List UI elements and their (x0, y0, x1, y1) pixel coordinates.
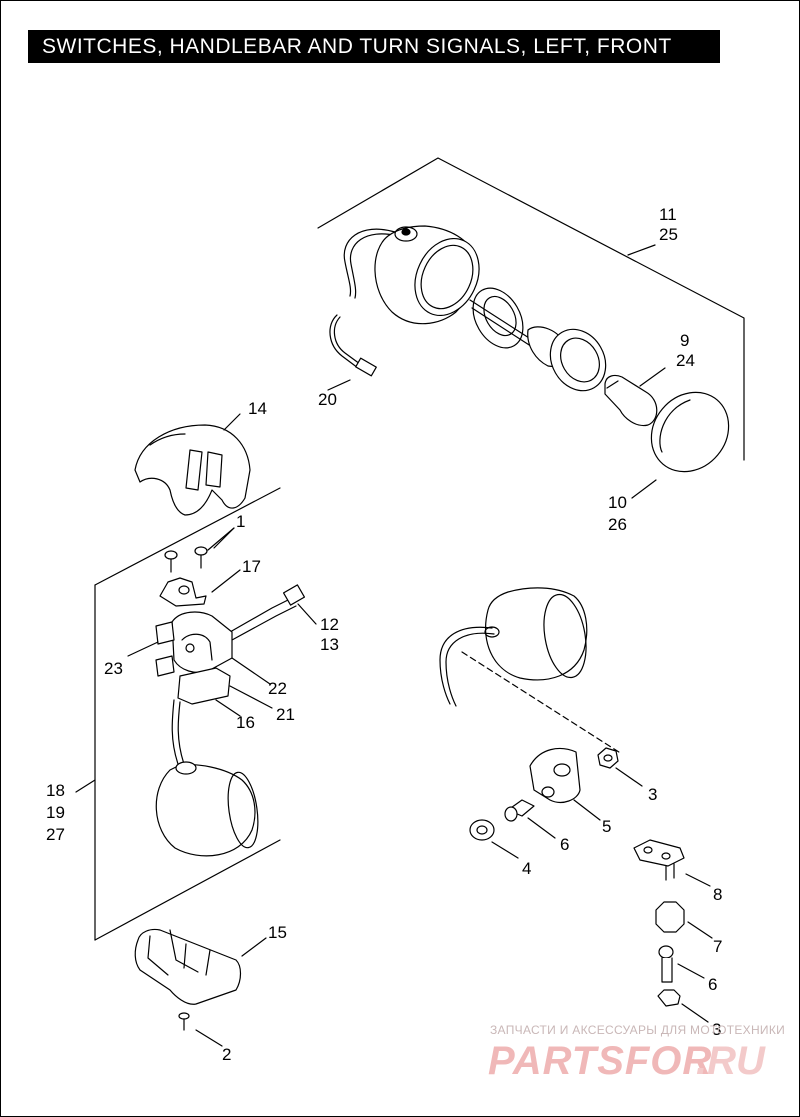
callout-23: 23 (104, 659, 123, 678)
callout-6-lower: 6 (708, 975, 717, 994)
callout-5: 5 (602, 817, 611, 836)
callout-6-upper: 6 (560, 835, 569, 854)
mount-stack-lower (633, 839, 685, 1007)
bolt-upper (504, 799, 535, 822)
grommet (469, 819, 495, 841)
callout-24: 24 (676, 351, 695, 370)
leader-lines (75, 244, 713, 1047)
connector-wire (329, 314, 377, 377)
callout-3-lower: 3 (712, 1020, 721, 1039)
turn-signal-right (439, 587, 623, 755)
screws-pair (164, 546, 208, 573)
callout-21: 21 (276, 705, 295, 724)
watermark: ЗАПЧАСТИ И АКСЕССУАРЫ ДЛЯ МОТОТЕХНИКИ PA… (488, 1023, 785, 1083)
callout-12: 12 (320, 615, 339, 634)
page-title: SWITCHES, HANDLEBAR AND TURN SIGNALS, LE… (28, 30, 720, 63)
turn-signal-housing-upper (343, 225, 607, 392)
watermark-brand: PARTSFOR (488, 1039, 712, 1083)
callout-4: 4 (522, 859, 531, 878)
turn-signal-lower (155, 761, 259, 857)
callout-13: 13 (320, 635, 339, 654)
callout-25: 25 (659, 225, 678, 244)
callout-numbers: 11 25 9 24 10 26 20 14 1 17 12 13 23 22 … (46, 205, 722, 1064)
callout-10: 10 (608, 493, 627, 512)
callout-1: 1 (236, 512, 245, 531)
group-bracket-lines (94, 157, 745, 941)
lens (650, 391, 730, 473)
switch-clamp (159, 577, 207, 607)
callout-2: 2 (222, 1045, 231, 1064)
watermark-domain: .RU (696, 1039, 766, 1083)
callout-17: 17 (242, 557, 261, 576)
callout-19: 19 (46, 803, 65, 822)
callout-9: 9 (680, 331, 689, 350)
switch-housing-upper (134, 424, 251, 516)
callout-11: 11 (659, 205, 677, 224)
nut-upper (597, 747, 619, 769)
callout-3-upper: 3 (648, 785, 657, 804)
callout-16: 16 (236, 713, 255, 732)
callout-14: 14 (248, 399, 267, 418)
callout-18: 18 (46, 781, 65, 800)
callout-8: 8 (713, 885, 722, 904)
mount-bracket (529, 748, 581, 803)
callout-7: 7 (713, 937, 722, 956)
screw-lower (178, 1012, 190, 1031)
callout-20: 20 (318, 390, 337, 409)
switch-housing-lower (134, 928, 242, 1005)
watermark-caption: ЗАПЧАСТИ И АКСЕССУАРЫ ДЛЯ МОТОТЕХНИКИ (490, 1023, 785, 1037)
callout-27: 27 (46, 825, 65, 844)
callout-15: 15 (268, 923, 287, 942)
bulb (604, 374, 658, 427)
callout-26: 26 (608, 515, 627, 534)
switch-assembly (155, 584, 306, 765)
callout-22: 22 (268, 679, 287, 698)
